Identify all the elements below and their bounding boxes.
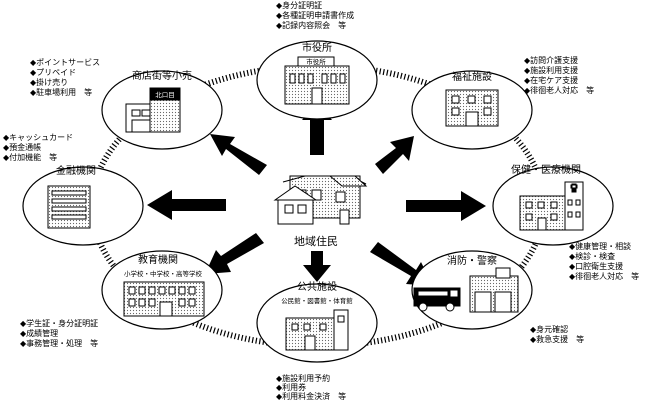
note-line: ◆徘徊老人対応 等	[524, 85, 594, 95]
education-sub-label: 小学校・中学校・高等学校	[124, 269, 203, 278]
note-line: ◆健康管理・相談	[569, 241, 631, 251]
shops-label: 商店街等小売	[132, 69, 192, 82]
note-line: ◆口腔衛生支援	[569, 261, 623, 271]
arrow-to-welfare	[375, 136, 414, 174]
arrow-to-education	[205, 233, 264, 274]
city-hall-label: 市役所	[302, 41, 332, 54]
welfare-notes: ◆訪問介護支援 ◆施設利用支援 ◆在宅ケア支援 ◆徘徊老人対応 等	[524, 55, 594, 95]
shop-sign: 北口目	[155, 91, 175, 99]
note-line: ◆預金通帳	[3, 142, 41, 152]
note-line: ◆在宅ケア支援	[524, 75, 578, 85]
arrow-to-public	[303, 251, 331, 282]
note-line: ◆記録内容照会 等	[276, 20, 346, 30]
note-line: ◆身分証明証	[276, 0, 322, 10]
note-line: ◆身元確認	[530, 324, 568, 334]
note-line: ◆キャッシュカード	[3, 133, 73, 142]
city-hall-sign: 市役所	[306, 57, 326, 66]
note-line: ◆事務管理・処理 等	[20, 338, 98, 348]
note-line: ◆付加機能 等	[3, 152, 57, 162]
note-line: ◆成績管理	[20, 328, 58, 338]
school-building-icon	[123, 281, 205, 317]
public-sub-label: 公民館・図書館・体育館	[281, 296, 353, 305]
residents-house-icon	[273, 175, 368, 225]
note-line: ◆各種証明申請書作成	[276, 10, 354, 20]
city-hall-building-icon	[284, 56, 350, 105]
note-line: ◆ポイントサービス	[30, 58, 100, 67]
welfare-building-icon	[445, 89, 499, 127]
shop-building-icon	[125, 87, 181, 133]
fire-truck-icon	[413, 287, 461, 312]
note-line: ◆プリペイド	[30, 68, 76, 77]
note-line: ◆徘徊老人対応 等	[569, 271, 639, 281]
note-line: ◆訪問介護支援	[524, 55, 578, 65]
arrow-to-finance	[147, 190, 226, 220]
note-line: ◆検診・検査	[569, 251, 615, 261]
health-label: 保健・医療機関	[511, 163, 581, 176]
shops-notes: ◆ポイントサービス ◆プリペイド ◆掛け売り ◆駐車場利用 等	[30, 58, 103, 97]
note-line: ◆利用券	[276, 382, 306, 392]
note-line: ◆掛け売り	[30, 77, 68, 87]
public-notes: ◆施設利用予約 ◆利用券 ◆利用料金決済 等	[276, 373, 346, 401]
fire-police-label: 消防・警察	[447, 254, 497, 267]
finance-label: 金融機関	[56, 164, 96, 177]
hospital-building-icon	[519, 181, 584, 231]
fire-police-notes: ◆身元確認 ◆救急支援 等	[530, 324, 584, 344]
note-line: ◆駐車場利用 等	[30, 87, 92, 97]
center-label: 地域住民	[294, 234, 338, 248]
fire-station-icon	[469, 267, 519, 313]
note-line: ◆救急支援 等	[530, 334, 584, 344]
bank-building-icon	[47, 185, 91, 229]
note-line: ◆学生証・身分証明証	[20, 318, 98, 328]
public-label: 公共施設	[297, 280, 337, 293]
public-building-icon	[285, 309, 349, 351]
education-notes: ◆学生証・身分証明証 ◆成績管理 ◆事務管理・処理 等	[20, 318, 101, 348]
education-label: 教育機関	[138, 253, 178, 266]
finance-notes: ◆キャッシュカード ◆預金通帳 ◆付加機能 等	[3, 133, 76, 162]
city-hall-notes: ◆身分証明証 ◆各種証明申請書作成 ◆記録内容照会 等	[276, 0, 357, 30]
note-line: ◆施設利用予約	[276, 373, 330, 383]
welfare-label: 福祉施設	[452, 70, 492, 83]
note-line: ◆施設利用支援	[524, 65, 578, 75]
arrow-to-health	[406, 191, 486, 221]
health-notes: ◆健康管理・相談 ◆検診・検査 ◆口腔衛生支援 ◆徘徊老人対応 等	[569, 241, 639, 281]
note-line: ◆利用料金決済 等	[276, 391, 346, 401]
arrow-to-shops	[210, 134, 267, 175]
